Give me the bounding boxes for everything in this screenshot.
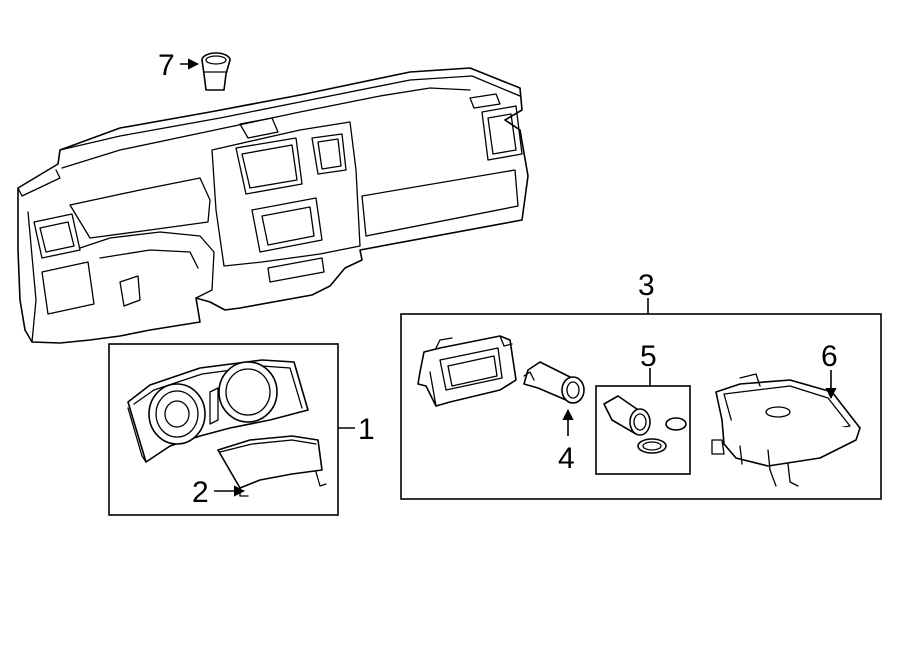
switch-bracket-illustration <box>417 335 517 407</box>
part-5-socket-cover-illustration <box>603 395 687 454</box>
part-4-power-socket-illustration <box>523 361 585 404</box>
part-2-cluster-lens-illustration <box>217 435 327 497</box>
callout-4: 4 <box>558 442 575 475</box>
part-7-clip-illustration <box>201 52 231 91</box>
callout-5: 5 <box>640 340 657 373</box>
callout-1: 1 <box>358 413 375 446</box>
callout-3: 3 <box>638 269 655 302</box>
component-group-box <box>400 313 882 500</box>
part-5-box <box>595 385 691 475</box>
callout-2: 2 <box>192 476 209 509</box>
part-1-instrument-cluster-illustration <box>127 359 309 463</box>
instrument-panel-illustration <box>17 67 529 344</box>
cluster-group-box <box>108 343 339 516</box>
callout-7: 7 <box>158 49 175 82</box>
part-6-control-module-illustration <box>711 373 861 487</box>
callout-6: 6 <box>821 340 838 373</box>
